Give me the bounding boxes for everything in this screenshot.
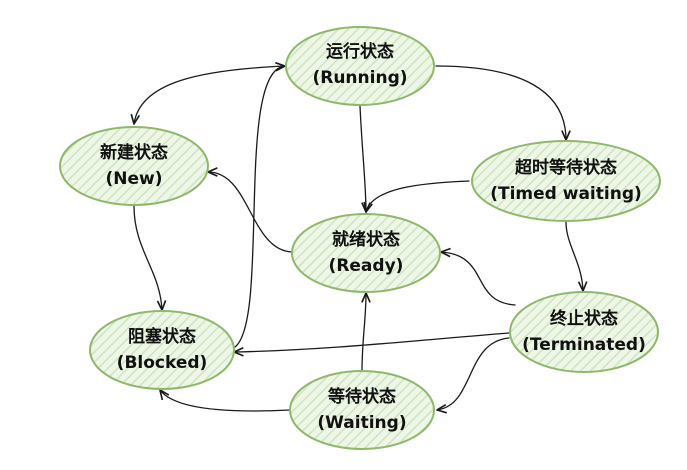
edge-waiting-to-blocked bbox=[159, 389, 291, 412]
edge-terminated-to-blocked bbox=[233, 332, 510, 357]
node-waiting-line2: (Waiting) bbox=[317, 413, 406, 433]
node-terminated-line2: (Terminated) bbox=[522, 335, 646, 355]
node-running-line1: 运行状态 bbox=[326, 41, 394, 62]
edge-new-to-blocked bbox=[133, 205, 167, 311]
node-timed-waiting: 超时等待状态 (Timed waiting) bbox=[471, 140, 661, 222]
edge-ready-to-new bbox=[207, 167, 293, 253]
node-waiting-line1: 等待状态 bbox=[328, 386, 396, 407]
node-blocked-line1: 阻塞状态 bbox=[128, 326, 196, 347]
edge-terminated-to-ready bbox=[440, 247, 516, 306]
edge-blocked-to-running bbox=[234, 61, 286, 348]
node-new: 新建状态 (New) bbox=[59, 126, 209, 206]
node-timed-line1: 超时等待状态 bbox=[515, 157, 617, 178]
node-terminated-line1: 终止状态 bbox=[550, 308, 618, 329]
edge-timed-to-terminated bbox=[565, 221, 588, 292]
node-ready-line2: (Ready) bbox=[329, 256, 404, 276]
node-blocked-line2: (Blocked) bbox=[117, 353, 208, 373]
edge-terminated-to-waiting bbox=[436, 337, 510, 414]
node-blocked: 阻塞状态 (Blocked) bbox=[89, 310, 235, 390]
edges bbox=[130, 61, 588, 414]
node-running: 运行状态 (Running) bbox=[285, 26, 435, 106]
node-waiting: 等待状态 (Waiting) bbox=[289, 370, 435, 450]
node-ready-line1: 就绪状态 bbox=[332, 229, 400, 250]
node-terminated: 终止状态 (Terminated) bbox=[509, 291, 659, 373]
node-new-line1: 新建状态 bbox=[100, 142, 168, 163]
edge-running-to-timed bbox=[435, 65, 571, 141]
node-ready: 就绪状态 (Ready) bbox=[291, 213, 441, 293]
node-running-line2: (Running) bbox=[312, 68, 407, 88]
node-timed-line2: (Timed waiting) bbox=[490, 184, 642, 204]
edge-timed-to-ready bbox=[363, 180, 470, 213]
node-new-line2: (New) bbox=[105, 169, 162, 189]
edge-running-to-ready bbox=[359, 105, 371, 213]
edge-running-to-new bbox=[130, 65, 286, 125]
edge-waiting-to-ready bbox=[361, 292, 371, 372]
